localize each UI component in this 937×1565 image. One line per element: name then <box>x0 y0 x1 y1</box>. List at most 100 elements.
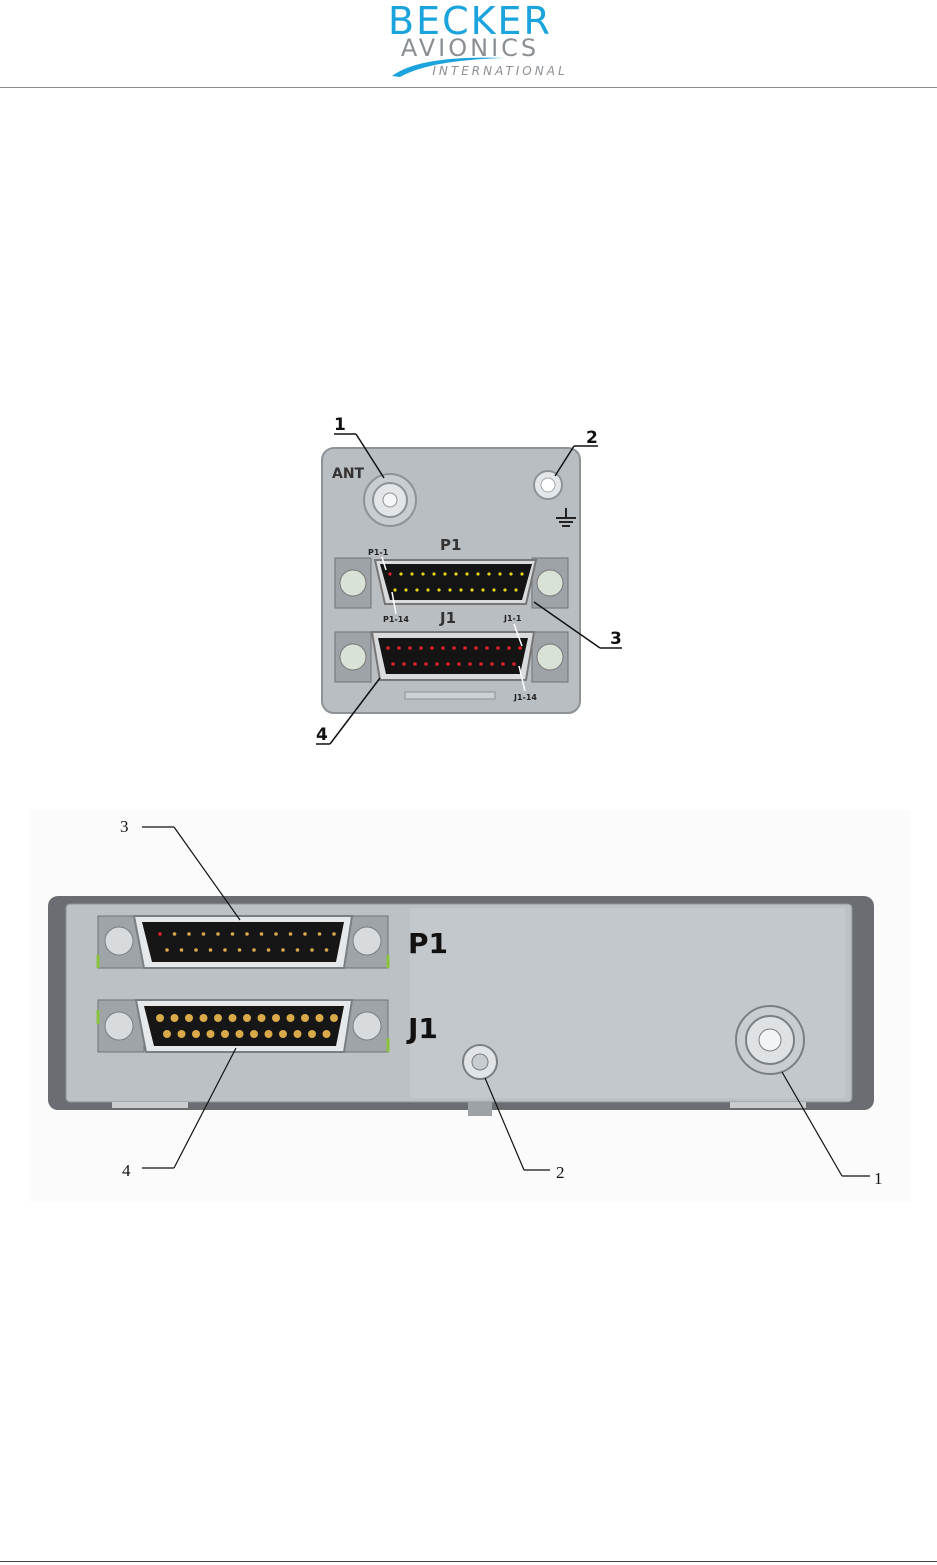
connector-pin <box>332 932 336 936</box>
connector-pin <box>245 932 249 936</box>
connector-pin <box>231 932 235 936</box>
connector-pin <box>294 1030 302 1038</box>
pin-label-p1-1: P1-1 <box>368 548 389 557</box>
connector-pin <box>509 572 512 575</box>
svg-text:1: 1 <box>874 1169 883 1188</box>
connector-pin <box>388 572 391 575</box>
connector-pin <box>441 646 445 650</box>
housing-tab <box>468 1102 492 1116</box>
connector-pin <box>330 1014 338 1022</box>
connector-pin <box>397 646 401 650</box>
figure-connector-panel: ANT P1 P1-1 P1-14 J1 J1-1 <box>300 410 640 755</box>
connector-pin <box>289 932 293 936</box>
connector-pin <box>158 932 162 936</box>
connector-pin <box>192 1030 200 1038</box>
connector-pin <box>435 662 439 666</box>
connector-pin <box>476 572 479 575</box>
pin-label-j1-1: J1-1 <box>503 614 522 623</box>
rear-p1-connector <box>98 916 388 968</box>
connector-pin <box>437 588 440 591</box>
connector-pin <box>303 932 307 936</box>
connector-pin <box>481 588 484 591</box>
connector-pin <box>180 948 184 952</box>
svg-text:2: 2 <box>586 428 598 448</box>
connector-pin <box>413 662 417 666</box>
logo-line-avionics: AVIONICS <box>401 34 539 62</box>
connector-pin <box>243 1014 251 1022</box>
connector-pin <box>323 1030 331 1038</box>
connector-pin <box>163 1030 171 1038</box>
rear-ground-stud <box>463 1045 497 1079</box>
figure-rear-view: P1 J1 3 4 2 1 <box>30 810 910 1202</box>
connector-pin <box>408 646 412 650</box>
connector-pin <box>496 646 500 650</box>
connector-pin <box>463 646 467 650</box>
connector-pin <box>448 588 451 591</box>
connector-pin <box>238 948 242 952</box>
connector-pin <box>487 572 490 575</box>
becker-avionics-logo: BECKER AVIONICS INTERNATIONAL <box>0 0 937 86</box>
connector-pin <box>209 948 213 952</box>
housing-foot-right <box>730 1102 806 1108</box>
connector-pin <box>221 1030 229 1038</box>
j1-connector <box>335 632 568 682</box>
connector-pin <box>507 646 511 650</box>
connector-pin <box>301 1014 309 1022</box>
connector-pin <box>318 932 322 936</box>
connector-pin <box>498 572 501 575</box>
connector-pin <box>250 1030 258 1038</box>
pin-label-j1-14: J1-14 <box>513 693 537 702</box>
connector-pin <box>386 646 390 650</box>
connector-pin <box>187 932 191 936</box>
connector-pin <box>207 1030 215 1038</box>
connector-pin <box>470 588 473 591</box>
connector-pin <box>229 1014 237 1022</box>
connector-pin <box>501 662 505 666</box>
connector-pin <box>316 1014 324 1022</box>
connector-pin <box>310 948 314 952</box>
connector-pin <box>223 948 227 952</box>
ant-label: ANT <box>332 466 365 482</box>
connector-pin <box>296 948 300 952</box>
connector-pin <box>474 646 478 650</box>
connector-pin <box>274 932 278 936</box>
connector-pin <box>454 572 457 575</box>
connector-pin <box>178 1030 186 1038</box>
connector-pin <box>252 948 256 952</box>
svg-text:1: 1 <box>334 415 346 435</box>
connector-pin <box>165 948 169 952</box>
panel-slot <box>405 692 495 699</box>
connector-pin <box>265 1030 273 1038</box>
connector-pin <box>459 588 462 591</box>
connector-pin <box>424 662 428 666</box>
rear-bnc-antenna-connector <box>736 1006 804 1074</box>
j1-label: J1 <box>439 609 456 627</box>
connector-pin <box>216 932 220 936</box>
connector-pin <box>457 662 461 666</box>
rear-j1-label: J1 <box>406 1012 438 1045</box>
connector-pin <box>267 948 271 952</box>
connector-pin <box>194 948 198 952</box>
connector-pin <box>325 948 329 952</box>
svg-text:3: 3 <box>120 817 129 836</box>
svg-text:4: 4 <box>122 1161 131 1180</box>
svg-text:4: 4 <box>316 725 328 745</box>
connector-pin <box>200 1014 208 1022</box>
logo-line-international: INTERNATIONAL <box>432 64 567 78</box>
connector-pin <box>171 1014 179 1022</box>
connector-pin <box>173 932 177 936</box>
connector-pin <box>421 572 424 575</box>
connector-pin <box>485 646 489 650</box>
connector-pin <box>308 1030 316 1038</box>
connector-pin <box>410 572 413 575</box>
connector-pin <box>404 588 407 591</box>
connector-pin <box>214 1014 222 1022</box>
connector-pin <box>202 932 206 936</box>
connector-pin <box>512 662 516 666</box>
connector-pin <box>419 646 423 650</box>
connector-pin <box>468 662 472 666</box>
rear-j1-connector <box>98 1000 388 1052</box>
connector-pin <box>514 588 517 591</box>
rear-p1-label: P1 <box>408 927 448 960</box>
connector-pin <box>479 662 483 666</box>
